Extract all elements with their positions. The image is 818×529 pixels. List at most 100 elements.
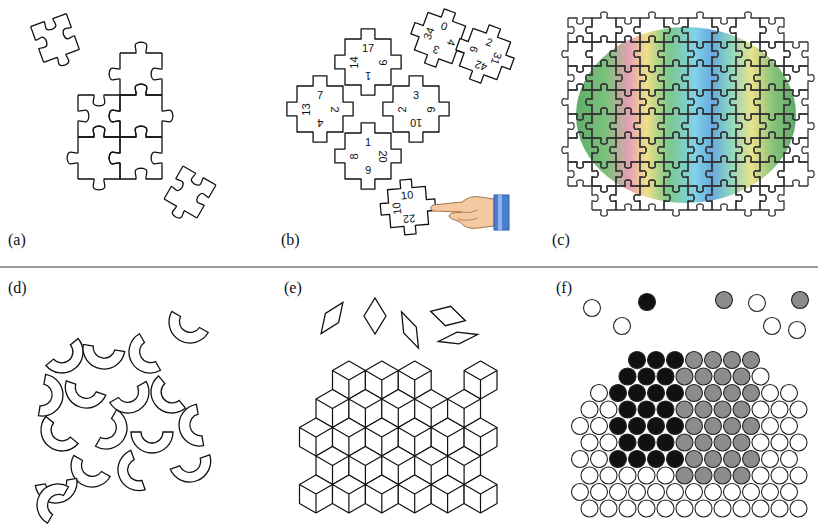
puzzle-edge [712,42,718,66]
puzzle-edge [808,114,814,138]
disc [638,500,655,517]
puzzle-edge [664,60,688,66]
disc-packing [572,352,808,518]
loose-jigsaw-piece [31,14,83,72]
puzzle-edge [586,42,592,66]
puzzle-edge [784,180,808,186]
puzzle-edge [682,18,688,42]
puzzle-edge [712,204,736,210]
puzzle-edge [760,114,766,138]
puzzle-edge [664,36,688,42]
puzzle-edge [178,166,216,194]
disc [686,451,703,468]
disc [724,385,741,402]
puzzle-edge [616,108,640,114]
piece-outline [378,177,437,236]
puzzle-edge [616,204,640,210]
puzzle-edge [634,18,640,42]
puzzle-edge [568,18,574,42]
disc [629,385,646,402]
cuff-stripe [498,195,502,230]
puzzle-edge [568,84,592,90]
puzzle-edge [592,36,616,42]
puzzle-edge [57,14,79,53]
puzzle-edge [640,12,664,18]
disc [781,484,798,501]
disc [638,401,655,418]
puzzle-edge [78,126,120,137]
puzzle-edge [120,126,162,137]
disc [752,467,769,484]
disc [610,484,627,501]
puzzle-edge [784,114,790,138]
puzzle-edge [664,18,670,42]
disc [752,434,769,451]
puzzle-edge [610,114,616,138]
puzzle-edge [802,90,808,114]
puzzle-edge [784,114,790,138]
puzzle-edge [730,18,736,42]
puzzle-edge [658,66,664,90]
puzzle-edge [802,138,808,162]
puzzle-edge [568,132,592,138]
puzzle-edge [616,132,640,138]
puzzle-edge [736,138,760,144]
puzzle-edge [754,138,760,162]
puzzle-edge [712,18,736,24]
disc [591,385,608,402]
puzzle-edge [760,132,784,138]
disc [676,368,693,385]
puzzle-edge [736,138,760,144]
puzzle-edge [712,18,718,42]
arc-piece [46,339,83,374]
disc [591,451,608,468]
puzzle-edge [664,210,688,216]
piece-number: 4 [317,117,323,128]
disc [600,500,617,517]
loose-disc [764,318,781,335]
disc [714,500,731,517]
puzzle-edge [610,42,616,66]
rhomb-tile [365,475,398,513]
piece-number: 22 [402,212,415,224]
loose-disc [584,300,601,317]
puzzle-edge [616,18,640,24]
disc [657,467,674,484]
puzzle-edge [760,42,766,66]
puzzle-edge [682,18,688,42]
puzzle-edge [640,36,664,42]
disc [657,401,674,418]
puzzle-grid [562,12,814,216]
puzzle-edge [568,180,592,186]
piece-number: 7 [317,90,323,101]
puzzle-edge [616,162,622,186]
disc [781,385,798,402]
numbered-piece [448,17,522,91]
disc [771,434,788,451]
puzzle-edge [568,84,592,90]
puzzle-edge [736,186,760,192]
puzzle-edge [688,42,712,48]
disc [695,500,712,517]
piece-outline [287,76,353,142]
puzzle-edge [706,138,712,162]
puzzle-edge [706,138,712,162]
puzzle-edge [568,66,592,72]
puzzle-edge [658,42,664,66]
puzzle-edge [616,90,640,96]
arc-piece [37,484,68,523]
puzzle-edge [760,84,784,90]
piece-outline [383,76,449,142]
puzzle-edge [616,36,640,42]
rhomb-tile [333,475,366,513]
puzzle-edge [784,66,790,90]
divider-line [0,266,818,268]
puzzle-edge [688,60,712,66]
puzzle-edge [736,42,760,48]
puzzle-edge [754,90,760,114]
disc [743,484,760,501]
puzzle-edge [592,162,616,168]
loose-disc [792,292,809,309]
puzzle-edge [712,132,736,138]
